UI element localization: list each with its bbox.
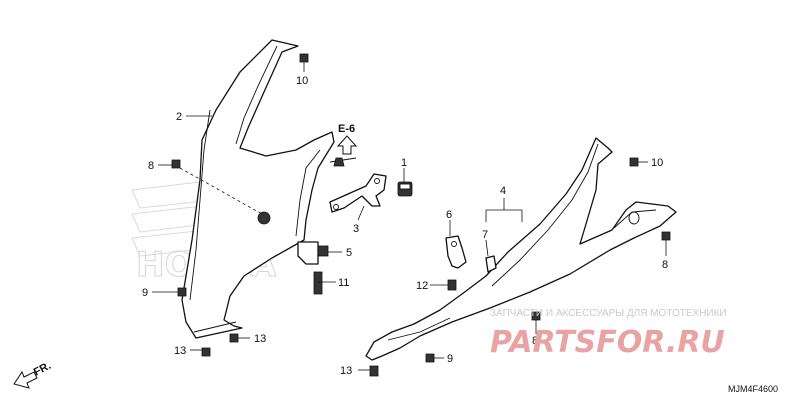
cowl-stay-bracket [329, 173, 387, 213]
bolt-8-right-icon [661, 231, 671, 241]
rubber-pad [485, 255, 497, 273]
bolt-10-right-icon [629, 157, 639, 167]
callout-8-left: 8 [148, 160, 154, 172]
front-arrow-icon [13, 370, 38, 389]
screw-9-lower-icon [425, 353, 435, 363]
screw-13-left-icon [201, 347, 211, 357]
callouts: 2 10 8 1 3 5 11 9 13 13 6 4 7 12 10 8 8 … [142, 75, 668, 377]
callout-9-left: 9 [142, 287, 148, 299]
screw-12-icon [447, 279, 457, 291]
right-under-cowl [365, 137, 677, 361]
shop-logo: PARTSFOR.RU [490, 325, 725, 360]
callout-2: 2 [176, 111, 182, 123]
bolt-8-left-icon [171, 159, 181, 169]
direction-label: FR. [32, 360, 53, 379]
callout-1: 1 [401, 157, 407, 169]
callout-3: 3 [353, 223, 359, 235]
shop-watermark: ЗАПЧАСТИ И АКСЕССУАРЫ ДЛЯ МОТОТЕХНИКИ PA… [490, 308, 727, 360]
leader-lines [152, 62, 667, 371]
screw-9-left-icon [177, 287, 187, 297]
reference-arrow: E-6 [336, 123, 358, 155]
screw-13-right-icon [229, 333, 239, 343]
callout-13-lower: 13 [340, 365, 352, 377]
callout-8-lower: 8 [532, 335, 538, 347]
callout-10-right: 10 [651, 157, 663, 169]
callout-7: 7 [482, 229, 488, 241]
callout-6: 6 [446, 209, 452, 221]
callout-5: 5 [346, 247, 352, 259]
fasteners [171, 53, 671, 377]
rubber-grommet-icon [257, 211, 271, 225]
bolt-8-lower-icon [531, 311, 541, 321]
callout-9-lower: 9 [447, 353, 453, 365]
left-middle-cowl [181, 39, 335, 339]
clip-nut-left [297, 241, 329, 265]
screw-bolt-upper [329, 157, 357, 167]
bolt-11-icon [313, 271, 323, 295]
callout-10-upper: 10 [296, 75, 308, 87]
clip-bracket-right [445, 235, 467, 269]
screw-13-lower-icon [369, 365, 379, 377]
reference-label: E-6 [338, 123, 355, 135]
callout-13-left: 13 [174, 345, 186, 357]
callout-11: 11 [338, 277, 349, 289]
callout-4: 4 [500, 185, 506, 197]
bolt-10-upper-icon [299, 53, 309, 63]
callout-12: 12 [416, 280, 428, 292]
direction-indicator: FR. [13, 360, 53, 389]
shop-tagline: ЗАПЧАСТИ И АКСЕССУАРЫ ДЛЯ МОТОТЕХНИКИ [490, 308, 727, 319]
drawing-code: MJM4F4600 [728, 384, 778, 394]
callout-8-right: 8 [662, 259, 668, 271]
callout-13-right: 13 [254, 333, 266, 345]
rubber-cushion [397, 181, 413, 197]
